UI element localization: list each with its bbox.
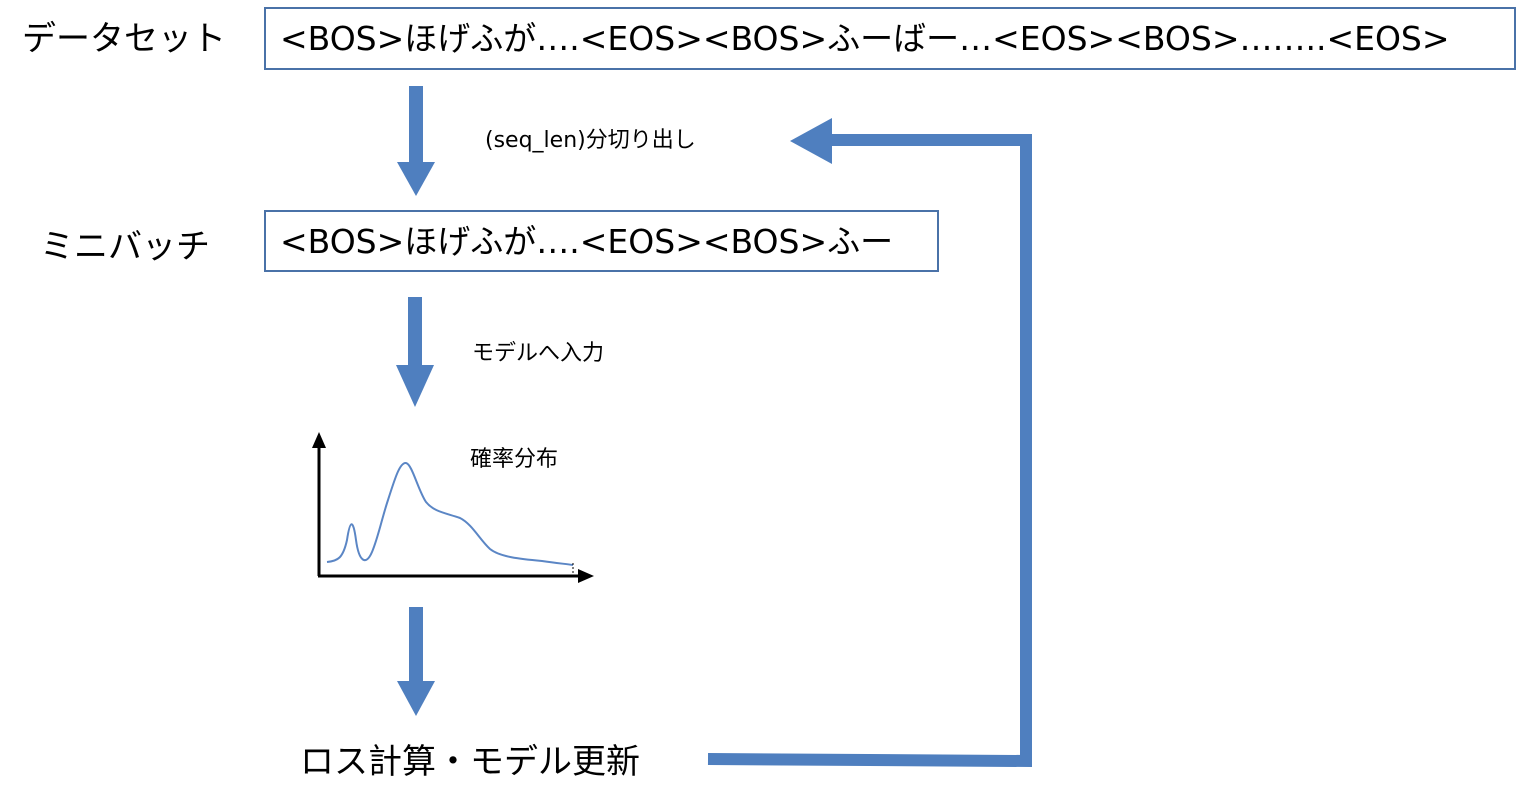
down-arrow-2 <box>396 297 434 407</box>
slice-step-label: (seq_len)分切り出し <box>485 128 696 153</box>
x-axis-arrowhead <box>578 569 594 583</box>
loss-update-label: ロス計算・モデル更新 <box>300 742 640 782</box>
dataset-sequence-box: <BOS>ほげふが….<EOS><BOS>ふーばー…<EOS><BOS>……..… <box>264 7 1516 70</box>
probability-distribution-label: 確率分布 <box>470 447 559 472</box>
down-arrow-1 <box>397 86 435 196</box>
minibatch-label: ミニバッチ <box>40 227 210 267</box>
distribution-chart <box>312 432 594 583</box>
dataset-label: データセット <box>22 19 226 59</box>
down-arrow-3 <box>397 607 435 716</box>
distribution-curve <box>326 462 574 566</box>
feedback-loop-arrow <box>707 118 1032 768</box>
dataset-sequence-text: <BOS>ほげふが….<EOS><BOS>ふーばー…<EOS><BOS>……..… <box>280 19 1450 58</box>
model-input-label: モデルへ入力 <box>472 341 605 366</box>
minibatch-sequence-box: <BOS>ほげふが….<EOS><BOS>ふー <box>264 210 939 272</box>
y-axis-arrowhead <box>312 432 326 448</box>
minibatch-sequence-text: <BOS>ほげふが….<EOS><BOS>ふー <box>280 221 894 261</box>
